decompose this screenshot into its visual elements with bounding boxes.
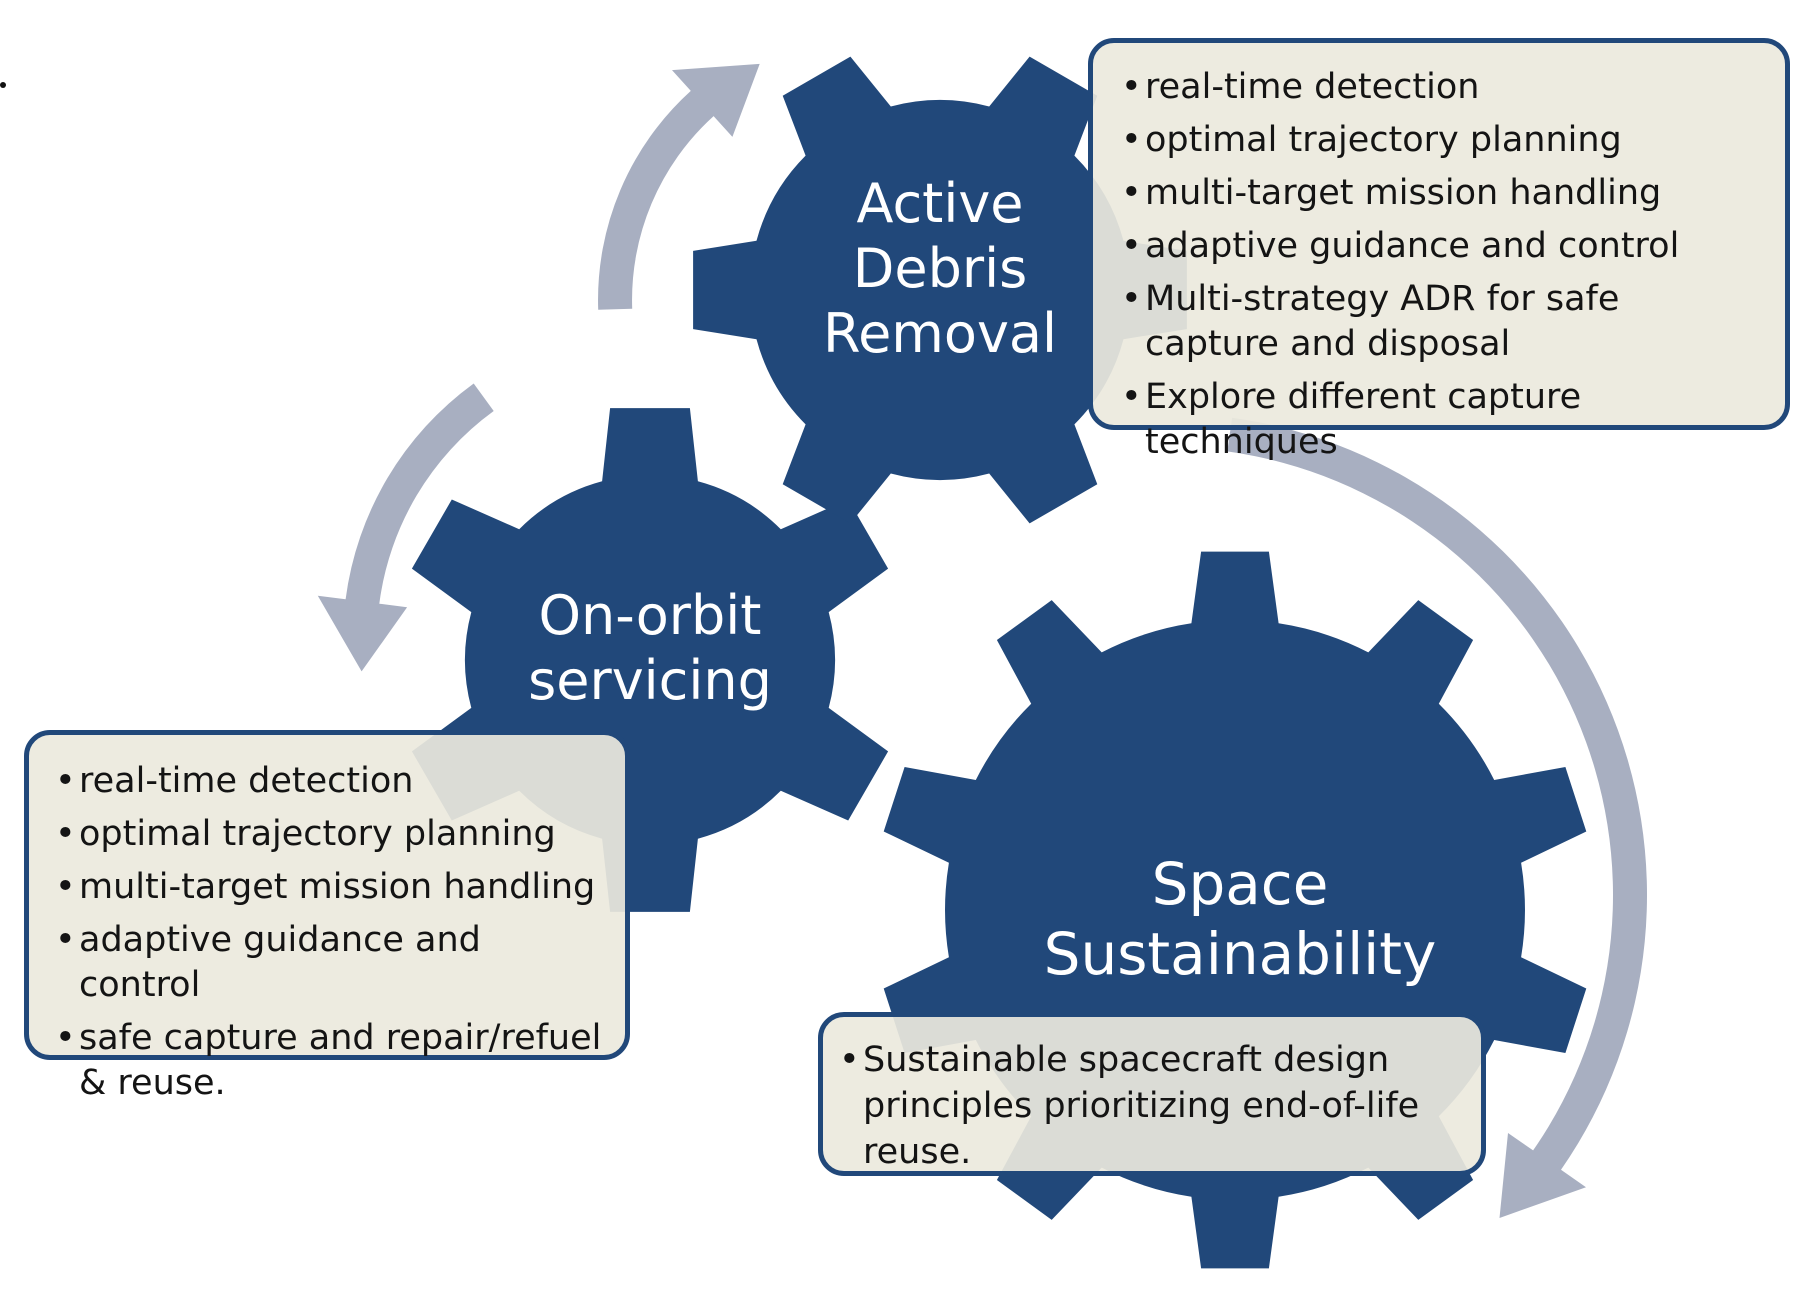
ss-gear-title: Space Sustainability [1030,850,1450,989]
adr-title-line-3: Removal [822,301,1057,365]
arrow-oos-to-adr [598,63,760,310]
adr-details-list: real-time detection optimal trajectory p… [1119,65,1763,465]
adr-title-line-2: Debris [852,236,1028,300]
list-item: Sustainable spacecraft design principles… [837,1037,1461,1175]
oos-title-line-2: servicing [528,648,772,712]
adr-title-line-1: Active [856,172,1024,235]
oos-details-box: real-time detection optimal trajectory p… [24,730,630,1103]
list-item: real-time detection [53,759,605,804]
list-item: Explore different capture techniques [1119,375,1763,465]
list-item: adaptive guidance and control [53,918,605,1008]
list-item: safe capture and repair/refuel & reuse. [53,1016,605,1106]
list-item: Multi-strategy ADR for safe capture and … [1119,277,1763,367]
list-item: multi-target mission handling [53,865,605,910]
ss-title-line-1: Space [1151,850,1329,918]
oos-gear-title: On-orbit servicing [490,584,810,714]
list-item: optimal trajectory planning [1119,118,1763,163]
arrow-adr-to-oos [317,383,494,672]
stray-dot [0,82,6,88]
adr-gear-title: Active Debris Removal [790,172,1090,366]
list-item: adaptive guidance and control [1119,224,1763,269]
oos-details-list: real-time detection optimal trajectory p… [53,759,605,1106]
arrow-adr-to-ss [1227,417,1648,1218]
adr-details-box: real-time detection optimal trajectory p… [1088,38,1790,462]
ss-details-box: Sustainable spacecraft design principles… [818,1012,1486,1176]
list-item: multi-target mission handling [1119,171,1763,216]
ss-title-line-2: Sustainability [1043,919,1437,988]
active-debris-removal-gear [693,56,1187,524]
list-item: optimal trajectory planning [53,812,605,857]
oos-title-line-1: On-orbit [538,584,762,647]
list-item: real-time detection [1119,65,1763,110]
ss-details-list: Sustainable spacecraft design principles… [837,1037,1461,1175]
